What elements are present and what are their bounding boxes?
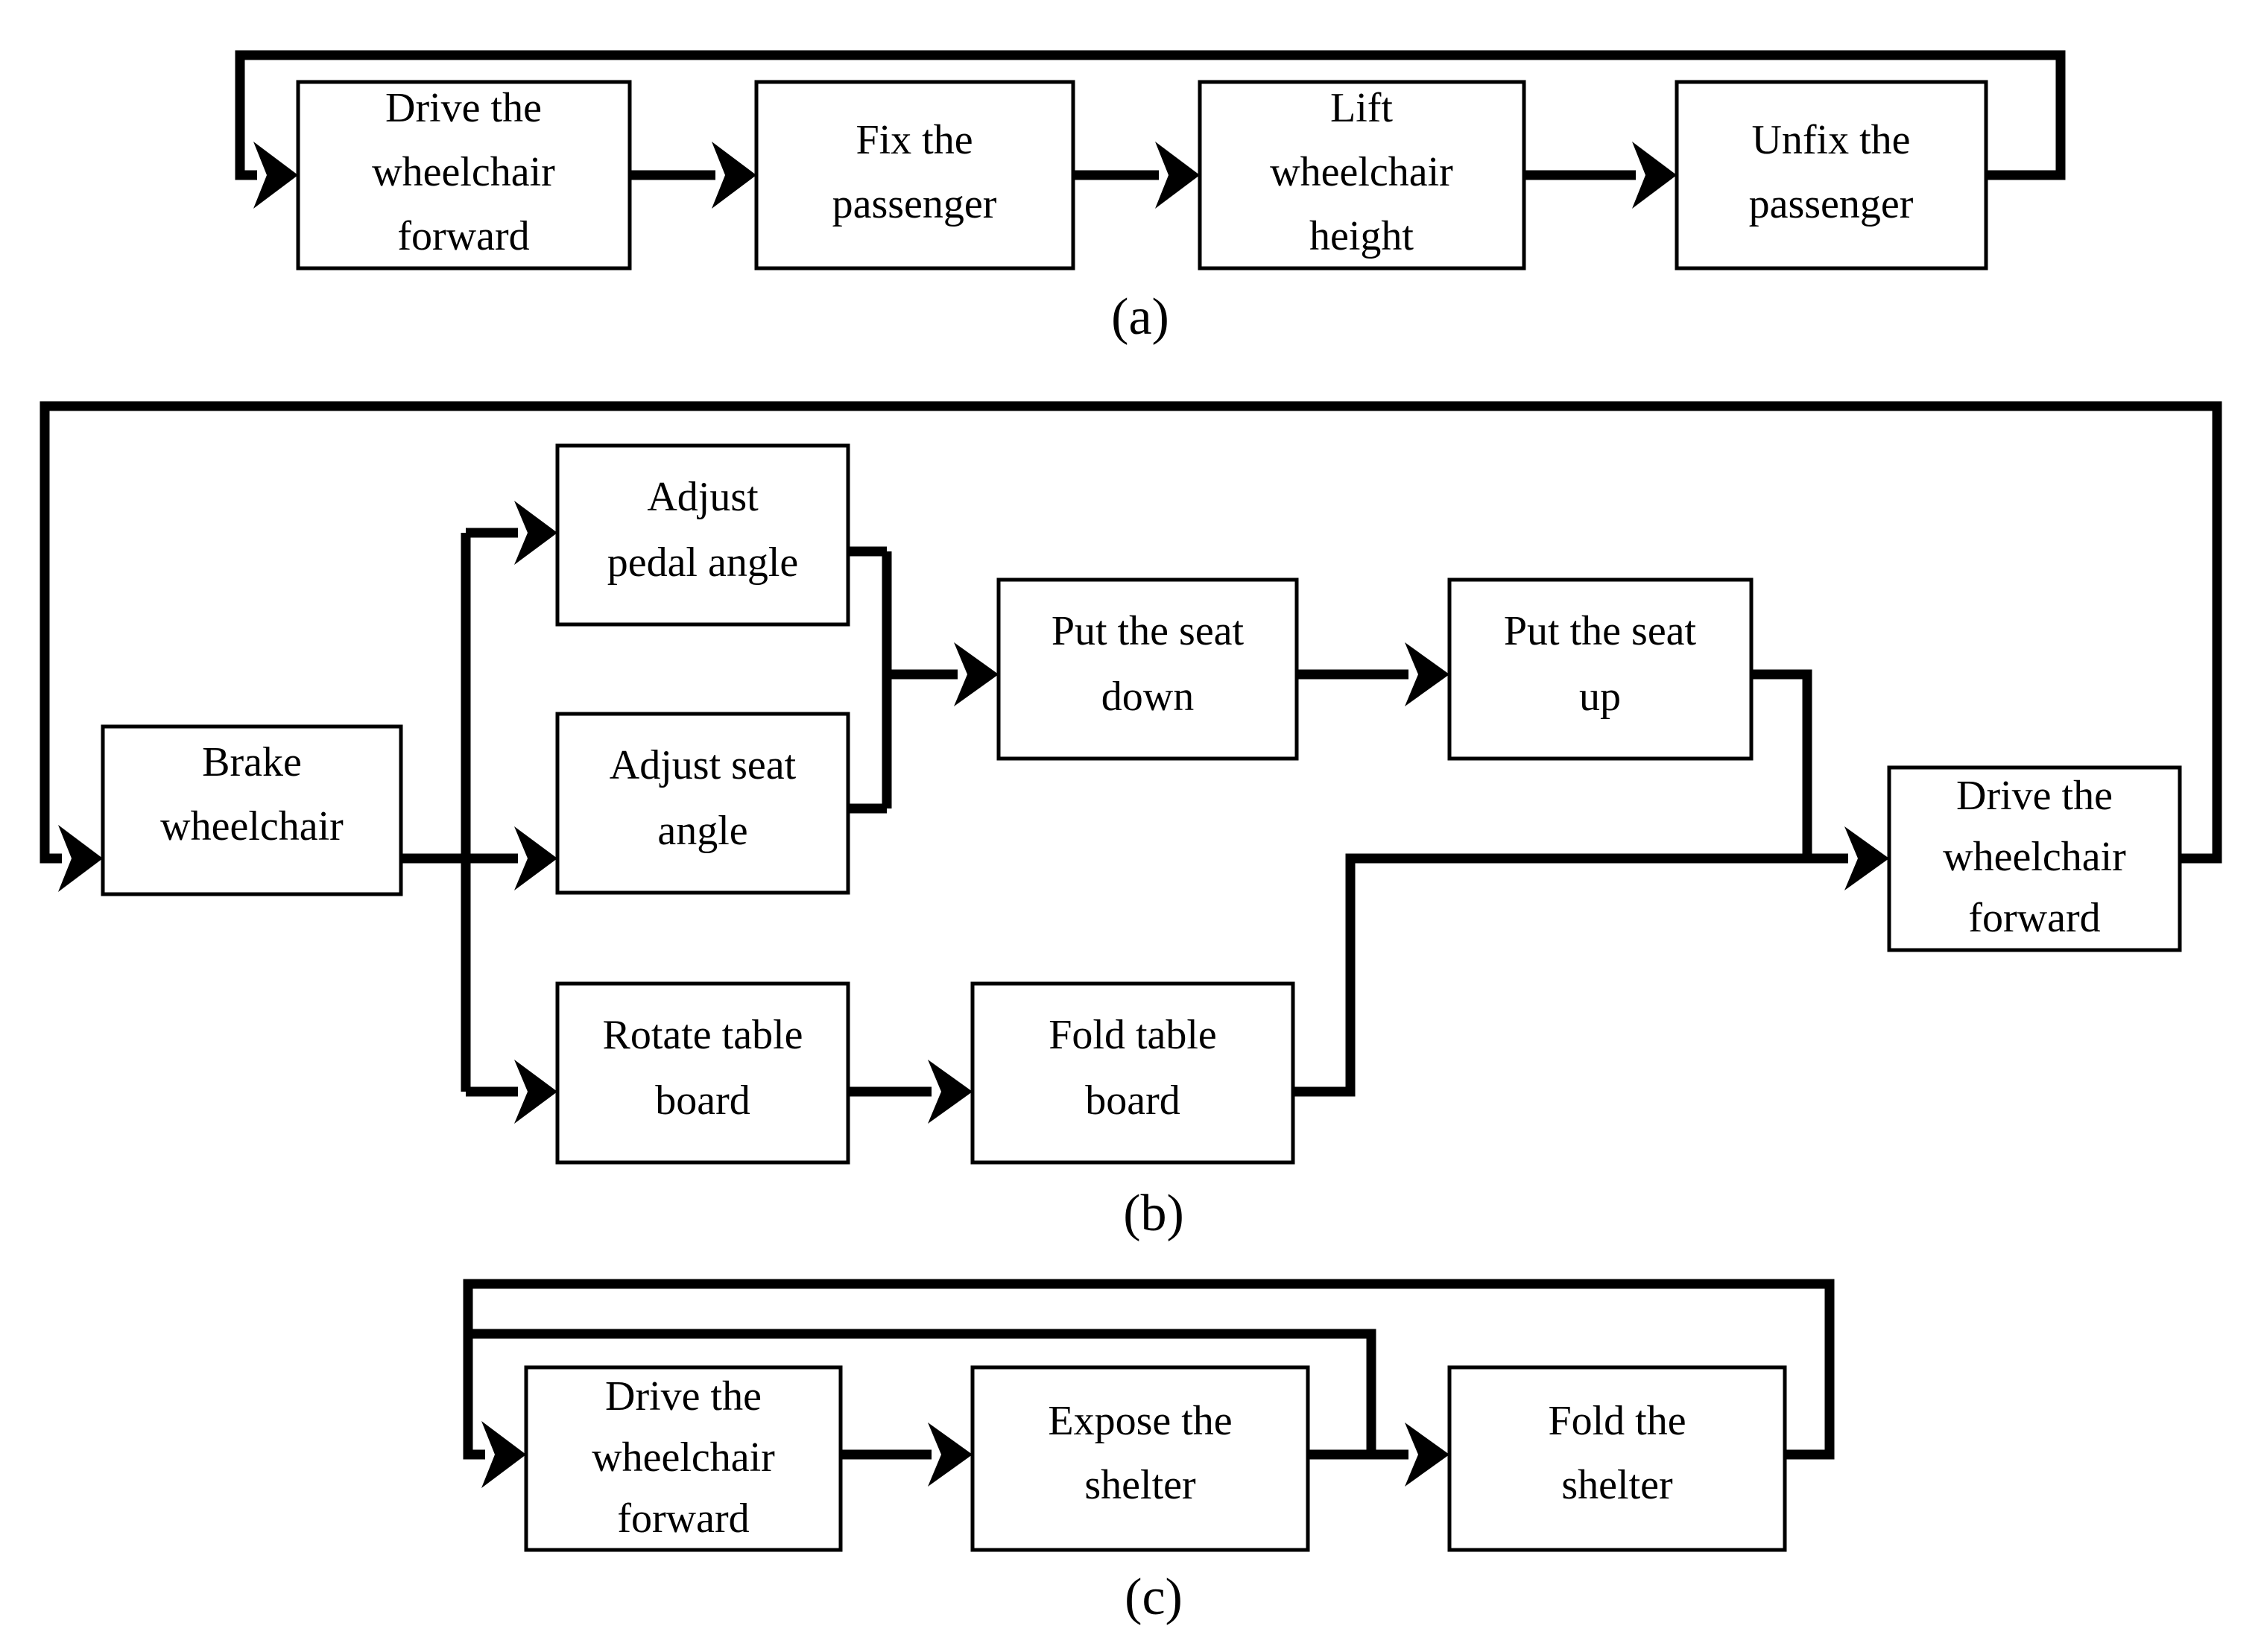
node-fold-table-board[interactable]: [970, 981, 1295, 1165]
node-b1-line-1: wheelchair: [160, 803, 344, 849]
arrowhead-b4-b5: [1405, 642, 1449, 706]
arrowhead-a2-a3: [1155, 142, 1200, 209]
arrowhead-b-feedback: [58, 825, 103, 892]
node-c2-line-1: shelter: [1084, 1462, 1196, 1508]
node-unfix-the-passenger[interactable]: [1675, 80, 1988, 270]
node-b7-line-1: board: [1085, 1077, 1180, 1124]
arrowhead-merge-b4: [954, 642, 999, 706]
node-b1-line-0: Brake: [202, 739, 302, 785]
node-b6-line-1: board: [655, 1077, 750, 1124]
node-b2-line-1: pedal angle: [607, 539, 799, 586]
node-rotate-table-board[interactable]: [555, 981, 850, 1165]
node-b4-line-0: Put the seat: [1052, 608, 1245, 654]
node-c1-line-0: Drive the: [605, 1373, 762, 1420]
node-b3-line-0: Adjust seat: [610, 742, 797, 788]
arrowhead-a3-a4: [1632, 142, 1677, 209]
node-b7-line-0: Fold table: [1049, 1012, 1217, 1058]
arrowhead-b5-b8: [1844, 826, 1889, 890]
node-a3-line-0: Lift: [1330, 85, 1393, 131]
node-b6-line-0: Rotate table: [602, 1012, 803, 1058]
node-drive-wheelchair-forward-a[interactable]: [296, 80, 632, 270]
node-lift-wheelchair-height[interactable]: [1198, 80, 1526, 270]
panel-c: Drive the wheelchair forward Expose the …: [463, 1279, 1835, 1626]
node-a2-line-1: passenger: [832, 181, 997, 227]
node-a4-line-0: Unfix the: [1751, 117, 1910, 163]
edge-b7-to-b8: [1293, 853, 1848, 1097]
node-b3-line-1: angle: [657, 808, 747, 854]
node-a1-line-2: forward: [397, 213, 529, 259]
node-put-the-seat-up[interactable]: [1447, 577, 1754, 761]
node-put-the-seat-down[interactable]: [996, 577, 1299, 761]
edge-c3-to-c1-feedback: [463, 1279, 1835, 1460]
panel-label-a: (a): [1111, 288, 1169, 346]
arrowhead-a1-a2: [712, 142, 756, 209]
edge-b8-to-b1-feedback: [39, 401, 2222, 864]
node-b2-line-0: Adjust: [647, 474, 759, 520]
edge-a4-to-a1-feedback: [235, 50, 2066, 180]
node-expose-the-shelter[interactable]: [970, 1365, 1310, 1552]
node-b8-line-1: wheelchair: [1943, 834, 2126, 880]
arrowhead-b1-b2: [514, 501, 557, 565]
node-fold-the-shelter[interactable]: [1447, 1365, 1787, 1552]
node-brake-wheelchair[interactable]: [101, 724, 403, 896]
node-a4-line-1: passenger: [1749, 181, 1914, 227]
node-c1-line-1: wheelchair: [592, 1434, 775, 1481]
arrowhead-c-feedback: [481, 1421, 526, 1488]
panel-b: Brake wheelchair Adjust pedal angle Adju…: [39, 401, 2222, 1242]
node-c2-line-0: Expose the: [1048, 1398, 1232, 1444]
node-adjust-seat-angle[interactable]: [555, 712, 850, 895]
panel-label-c: (c): [1125, 1569, 1183, 1626]
edge-b5-to-b8: [1751, 669, 1848, 864]
node-c3-line-0: Fold the: [1548, 1398, 1686, 1444]
arrowhead-b1-b3: [514, 826, 557, 890]
node-b5-line-0: Put the seat: [1504, 608, 1697, 654]
node-drive-wheelchair-forward-b[interactable]: [1887, 765, 2182, 952]
node-b5-line-1: up: [1579, 674, 1621, 720]
arrowhead-b6-b7: [928, 1060, 973, 1124]
panel-label-b: (b): [1123, 1185, 1184, 1242]
node-a1-line-0: Drive the: [385, 85, 542, 131]
node-fix-the-passenger[interactable]: [754, 80, 1075, 270]
node-drive-wheelchair-forward-c[interactable]: [524, 1365, 843, 1552]
node-a2-line-0: Fix the: [856, 117, 973, 163]
node-a1-line-1: wheelchair: [372, 149, 555, 195]
node-a3-line-2: height: [1309, 213, 1414, 259]
panel-a: Drive the wheelchair forward Fix the pas…: [235, 50, 2066, 346]
arrowhead-c1-c2: [928, 1422, 973, 1487]
node-c3-line-1: shelter: [1561, 1462, 1673, 1508]
arrowhead-c2-c3: [1405, 1422, 1449, 1487]
node-a3-line-1: wheelchair: [1270, 149, 1453, 195]
node-b8-line-2: forward: [1968, 895, 2100, 941]
arrowhead-b1-b6: [514, 1060, 557, 1124]
node-b8-line-0: Drive the: [1956, 773, 2113, 819]
node-c1-line-2: forward: [617, 1496, 749, 1542]
node-adjust-pedal-angle[interactable]: [555, 443, 850, 627]
node-b4-line-1: down: [1101, 674, 1194, 720]
arrowhead-a-feedback: [253, 142, 298, 209]
